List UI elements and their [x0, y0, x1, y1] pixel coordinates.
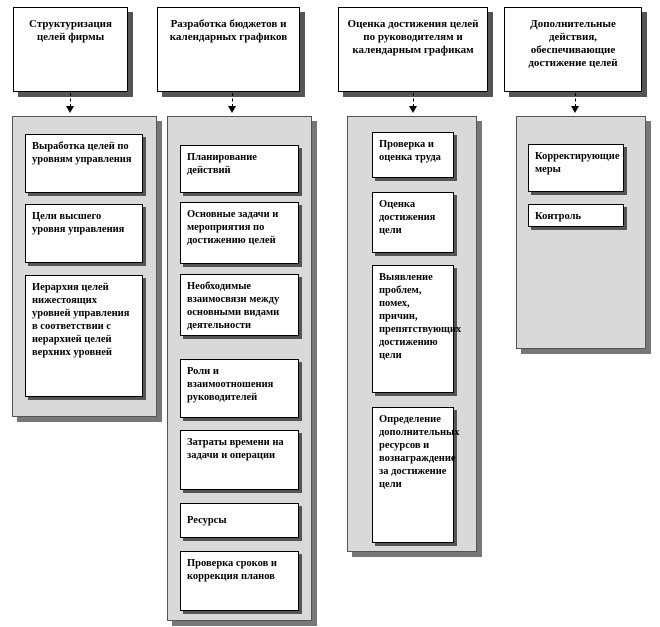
card-problem-detection: Выявление проблем, помех, причин, препят… [372, 265, 461, 393]
column-3-header: Оценка достижения целей по руководителям… [338, 7, 488, 92]
card-corrective-measures: Корректирующие меры [528, 144, 624, 192]
column-2-header: Разработка бюджетов и календарных график… [157, 7, 300, 92]
arrow-down-icon [66, 106, 74, 113]
card-top-level-goals: Цели высшего уровня управления [25, 204, 143, 263]
card-goal-hierarchy: Иерархия целей нижестоящих уровней управ… [25, 275, 143, 397]
card-main-tasks: Основные задачи и мероприятия по достиже… [180, 202, 299, 264]
connector-1 [70, 93, 71, 107]
column-1-panel: Выработка целей по уровням управления Це… [12, 116, 157, 417]
column-2-panel: Планирование действий Основные задачи и … [167, 116, 312, 621]
card-schedule-check: Проверка сроков и коррекция планов [180, 551, 299, 611]
card-time-costs: Затраты времени на задачи и операции [180, 430, 299, 490]
column-1-header: Структуризация целей фирмы [13, 7, 128, 92]
connector-2 [232, 93, 233, 107]
card-goal-achievement: Оценка достижения цели [372, 192, 454, 253]
card-action-planning: Планирование действий [180, 145, 299, 193]
arrow-down-icon [409, 106, 417, 113]
column-4-panel: Корректирующие меры Контроль [516, 116, 646, 349]
card-work-evaluation: Проверка и оценка труда [372, 132, 454, 178]
card-control: Контроль [528, 204, 624, 227]
connector-4 [575, 93, 576, 107]
arrow-down-icon [571, 106, 579, 113]
card-goal-development: Выработка целей по уровням управления [25, 134, 143, 193]
card-manager-roles: Роли и взаимоотношения руководителей [180, 359, 299, 418]
column-3-panel: Проверка и оценка труда Оценка достижени… [347, 116, 477, 552]
card-resources: Ресурсы [180, 503, 299, 538]
arrow-down-icon [228, 106, 236, 113]
column-4-header: Дополнительные действия, обеспечивающие … [504, 7, 642, 92]
connector-3 [413, 93, 414, 107]
card-interrelations: Необходимые взаимосвязи между основными … [180, 274, 299, 336]
card-additional-resources: Определение дополнительных ресурсов и во… [372, 407, 459, 543]
